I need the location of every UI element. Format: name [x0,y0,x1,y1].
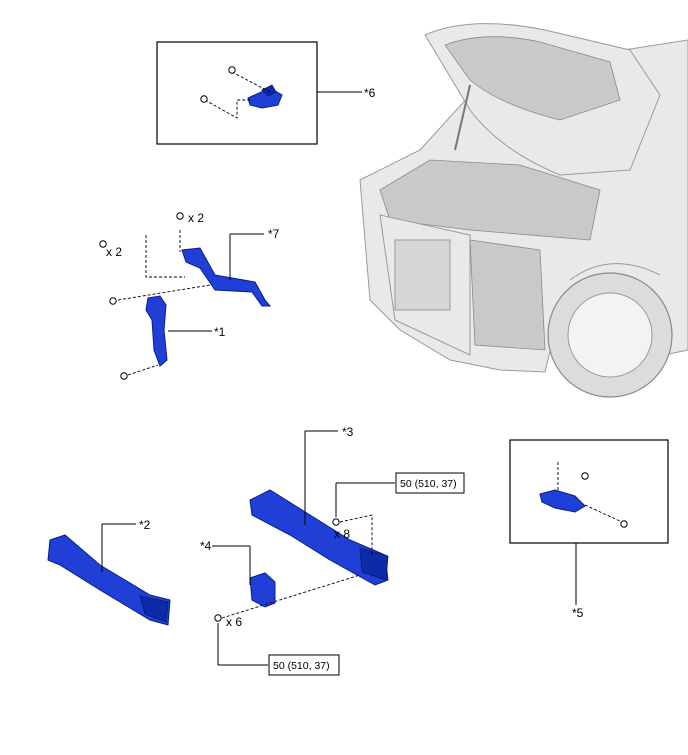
inset-part-6 [156,41,362,145]
qty-x2-left: x 2 [106,245,122,259]
part-1-bracket [120,295,212,380]
callout-4: *4 [200,539,212,553]
part-2-absorber [47,523,171,626]
part-4-bracket [212,545,276,608]
qty-x8: x 8 [334,527,350,541]
torque-spec-upper: 50 (510, 37) [395,472,465,494]
qty-x6: x 6 [226,615,242,629]
callout-5: *5 [572,606,584,620]
callout-2: *2 [139,518,151,532]
fastener-groups [214,482,395,666]
qty-x2-top: x 2 [188,211,204,225]
torque-lower-text: 50 (510, 37) [273,660,330,672]
part-7-bracket [99,212,272,307]
callout-3: *3 [342,425,354,439]
vehicle-illustration [359,23,688,398]
callout-6: *6 [364,86,376,100]
part-3-reinforcement [249,430,389,586]
inset-part-5 [509,439,669,605]
torque-upper-text: 50 (510, 37) [400,478,457,490]
torque-spec-lower: 50 (510, 37) [268,654,340,676]
callout-1: *1 [214,325,226,339]
callout-7: *7 [268,227,280,241]
